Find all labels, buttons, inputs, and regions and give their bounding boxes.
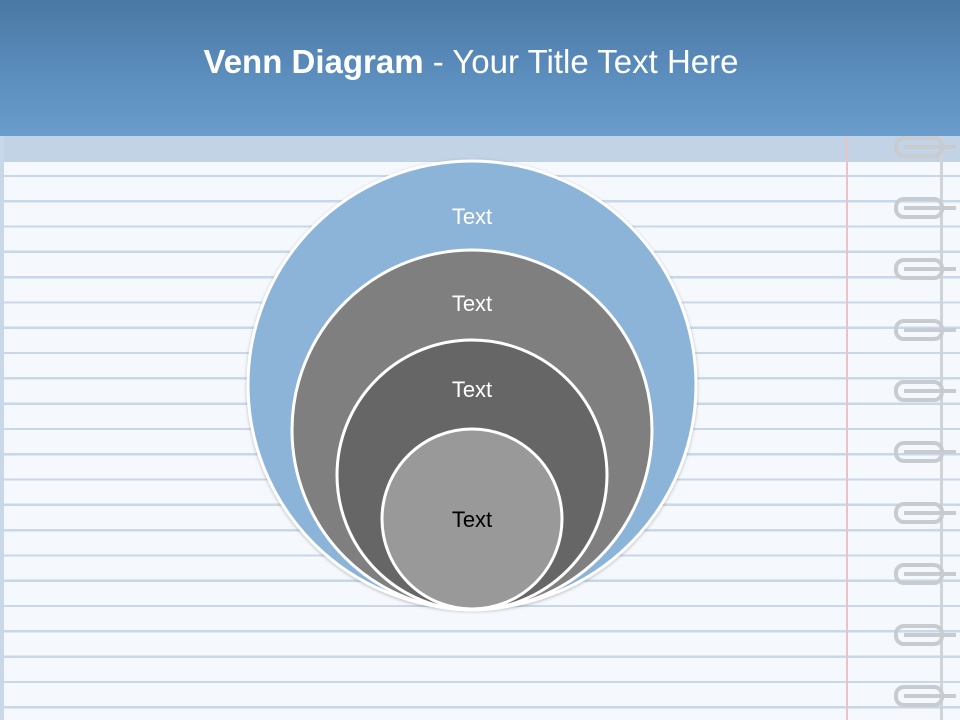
paper-margin-line [846,136,848,720]
venn-label-outer: Text [452,204,492,229]
venn-label-third: Text [452,377,492,402]
slide-title: Venn Diagram - Your Title Text Here [0,40,942,84]
binder-rings [894,130,956,720]
paper-left-edge [0,136,4,720]
venn-circle-inner [380,427,564,611]
title-band: Venn Diagram - Your Title Text Here [0,0,960,136]
title-bold-part: Venn Diagram [203,43,424,80]
venn-label-second: Text [452,291,492,316]
title-rest-part: - Your Title Text Here [423,43,739,80]
venn-label-inner: Text [452,507,492,532]
paper-top-band [0,136,960,162]
